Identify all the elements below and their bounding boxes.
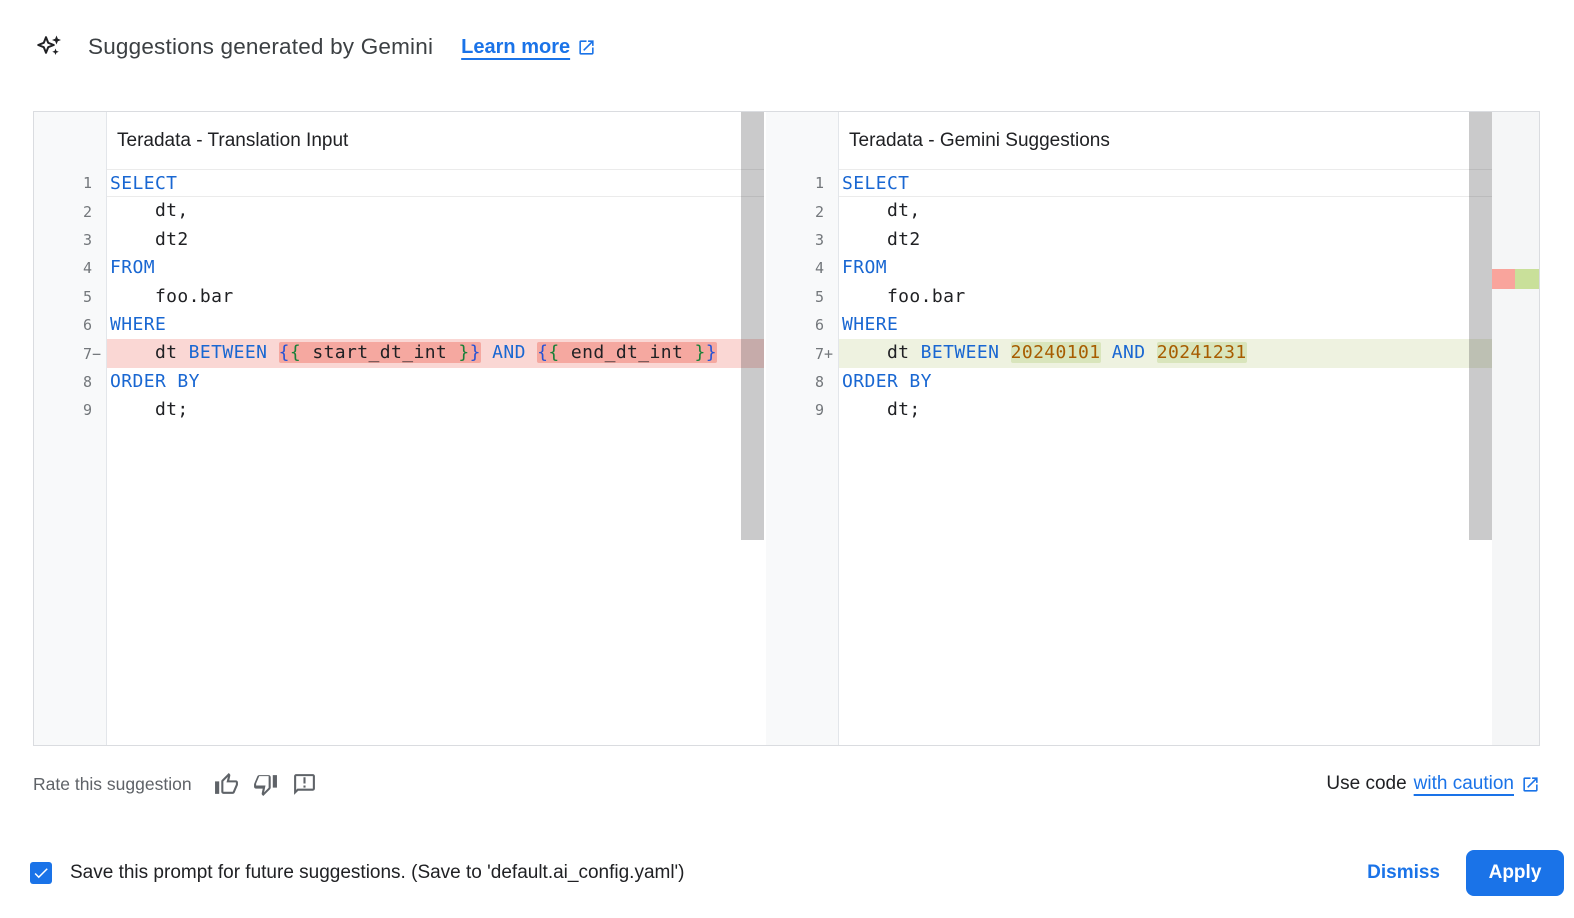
line-number: 6 — [82, 316, 92, 335]
line-number: 8 — [82, 372, 92, 391]
code-line: dt BETWEEN {{ start_dt_int }} AND {{ end… — [107, 339, 764, 368]
code-line: FROM — [110, 257, 155, 279]
use-code-notice: Use code with caution — [1326, 773, 1540, 795]
code-line: SELECT — [107, 169, 764, 198]
line-number-gutter: 1 2 3 4 5 6 7− 8 9 — [34, 112, 107, 745]
dismiss-button[interactable]: Dismiss — [1355, 854, 1452, 892]
save-checkbox-label: Save this prompt for future suggestions.… — [70, 862, 685, 883]
code-line: foo.bar — [110, 285, 234, 307]
feedback-button[interactable] — [292, 771, 318, 797]
code-line: SELECT — [839, 169, 1492, 198]
code-line: dt; — [110, 399, 189, 421]
editor-translation-input: 1 2 3 4 5 6 7− 8 9 Teradata - Translation Input … — [34, 112, 764, 745]
feedback-row: Rate this suggestion Use code with cauti… — [33, 766, 1540, 802]
checkmark-icon — [34, 868, 48, 879]
diff-word-highlight: 20241231 — [1156, 342, 1247, 364]
line-number: 7− — [82, 344, 102, 363]
line-number: 6 — [814, 316, 824, 335]
line-number-gutter: 1 2 3 4 5 6 7+ 8 9 — [766, 112, 839, 745]
diff-word-highlight: 20240101 — [1010, 342, 1101, 364]
thumb-up-button[interactable] — [214, 771, 240, 797]
diff-word-highlight: {{ end_dt_int }} — [537, 342, 717, 364]
code-line: WHERE — [110, 313, 167, 335]
diff-word-highlight: {{ start_dt_int }} — [278, 342, 481, 364]
code-line: dt2 — [110, 228, 189, 250]
diff-container: 1 2 3 4 5 6 7− 8 9 Teradata - Translation Input … — [33, 111, 1540, 746]
code-line: dt2 — [842, 228, 921, 250]
save-checkbox[interactable] — [30, 862, 52, 884]
editor-gemini-suggestions: 1 2 3 4 5 6 7+ 8 9 Teradata - Gemini Suggestions… — [766, 112, 1539, 745]
line-number: 1 — [814, 174, 824, 193]
line-number: 3 — [814, 230, 824, 249]
editor-title: Teradata - Translation Input — [117, 130, 349, 151]
page-title: Suggestions generated by Gemini — [88, 34, 434, 59]
code-line: dt; — [842, 399, 921, 421]
code-line: dt BETWEEN 20240101 AND 20241231 — [839, 339, 1492, 368]
code-area[interactable]: Teradata - Translation Input SELECT dt, … — [107, 112, 764, 745]
line-number: 7+ — [814, 344, 834, 363]
code-line: FROM — [842, 257, 887, 279]
save-prompt-group: Save this prompt for future suggestions.… — [30, 862, 685, 884]
rate-label: Rate this suggestion — [33, 773, 192, 794]
use-code-prefix: Use code — [1326, 773, 1407, 794]
line-number: 3 — [82, 230, 92, 249]
code-area[interactable]: Teradata - Gemini Suggestions SELECT dt,… — [839, 112, 1492, 745]
line-number: 5 — [82, 287, 92, 306]
open-in-new-icon — [1523, 776, 1538, 792]
feedback-icon — [294, 773, 315, 795]
header: Suggestions generated by Gemini Learn mo… — [36, 30, 596, 64]
line-number: 9 — [82, 401, 92, 420]
thumb-down-icon — [254, 774, 278, 796]
line-number: 4 — [82, 259, 92, 278]
gemini-sparkle-icon — [36, 33, 64, 61]
code-line: dt, — [842, 200, 921, 222]
learn-more-label: Learn more — [461, 35, 571, 58]
line-number: 2 — [814, 202, 824, 221]
open-in-new-icon — [579, 39, 594, 55]
scrollbar[interactable] — [741, 112, 764, 540]
action-bar: Save this prompt for future suggestions.… — [30, 848, 1564, 898]
scrollbar[interactable] — [1469, 112, 1492, 540]
line-number: 2 — [82, 202, 92, 221]
code-line: foo.bar — [842, 285, 966, 307]
line-number: 1 — [82, 174, 92, 193]
action-buttons: Dismiss Apply — [1355, 850, 1564, 896]
overview-added-mark — [1515, 269, 1539, 289]
thumb-up-icon — [215, 772, 239, 794]
diff-overview-ruler[interactable] — [1492, 112, 1539, 745]
code-line: WHERE — [842, 313, 899, 335]
code-line: ORDER BY — [110, 370, 200, 392]
apply-button[interactable]: Apply — [1466, 850, 1564, 896]
overview-deleted-mark — [1492, 269, 1515, 289]
code-line: dt, — [110, 200, 189, 222]
line-number: 4 — [814, 259, 824, 278]
editor-title: Teradata - Gemini Suggestions — [849, 130, 1110, 151]
code-line: ORDER BY — [842, 370, 932, 392]
panel-divider — [764, 112, 766, 745]
line-number: 8 — [814, 372, 824, 391]
learn-more-link[interactable]: Learn more — [461, 36, 596, 59]
rate-suggestion-group: Rate this suggestion — [33, 771, 331, 797]
line-number: 5 — [814, 287, 824, 306]
with-caution-link[interactable]: with caution — [1413, 773, 1514, 794]
thumb-down-button[interactable] — [253, 771, 279, 797]
line-number: 9 — [814, 401, 824, 420]
